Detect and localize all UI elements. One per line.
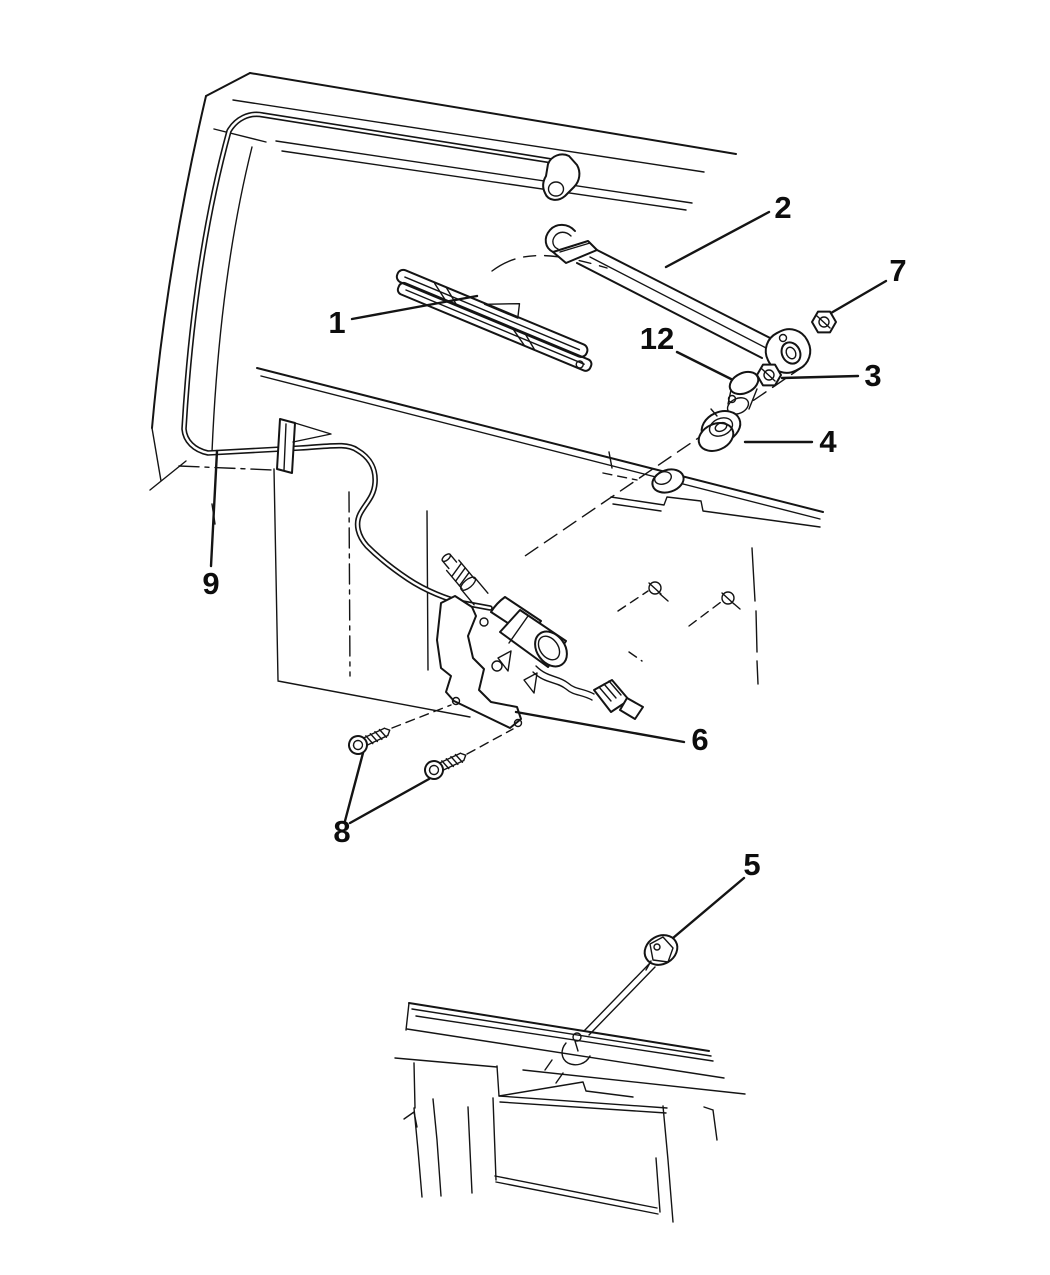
pivot-sleeve	[602, 468, 685, 494]
callout-7: 7	[889, 253, 906, 288]
washer-nozzle	[544, 934, 679, 1084]
wiper-blade	[395, 268, 593, 372]
hose-end-fitting	[542, 153, 581, 201]
liftgate-lower-panel	[394, 1002, 746, 1223]
callout-9-leader	[209, 449, 219, 568]
callout-7-leader	[829, 279, 888, 315]
motor-shaft	[441, 553, 489, 606]
motor-wire-connector	[532, 665, 644, 720]
callout-8-leader	[343, 751, 365, 823]
blade-arm-connector-line	[491, 254, 608, 272]
callout-9: 9	[202, 566, 219, 601]
arm-nut	[811, 310, 837, 334]
callout-12: 12	[640, 321, 674, 356]
callout-6: 6	[691, 722, 708, 757]
wiper-arm	[544, 223, 812, 374]
panel-screw-holes	[617, 581, 741, 662]
window-frame	[149, 72, 737, 491]
motor-body	[490, 596, 568, 668]
hose-clip	[276, 418, 332, 474]
callout-1-leader	[350, 294, 479, 321]
callout-4: 4	[819, 424, 837, 459]
washer-hose	[181, 111, 555, 611]
callout-leaders	[209, 210, 888, 940]
pivot-bushing	[726, 370, 760, 415]
liftgate-inner-panel	[178, 451, 821, 718]
callout-1: 1	[328, 305, 345, 340]
pivot-nut	[756, 363, 782, 387]
motor-bracket	[436, 595, 538, 729]
callout-3-leader	[780, 374, 860, 380]
callout-2: 2	[774, 190, 791, 225]
pivot-grommet	[697, 408, 742, 452]
callout-8: 8	[333, 814, 350, 849]
callout-12-leader	[675, 350, 733, 381]
glass-lower-edge	[256, 367, 824, 520]
callout-6-leader	[514, 710, 686, 744]
screw	[348, 727, 391, 755]
nozzle-stem	[583, 962, 656, 1036]
callout-5: 5	[743, 847, 760, 882]
callout-2-leader	[664, 210, 771, 269]
callout-5-leader	[671, 876, 746, 940]
mounting-screws	[348, 704, 514, 780]
screw	[424, 752, 467, 780]
pivot-axis-line	[521, 365, 805, 559]
callout-8-leader	[348, 777, 431, 825]
wiper-motor	[436, 553, 644, 729]
callout-3: 3	[864, 358, 881, 393]
